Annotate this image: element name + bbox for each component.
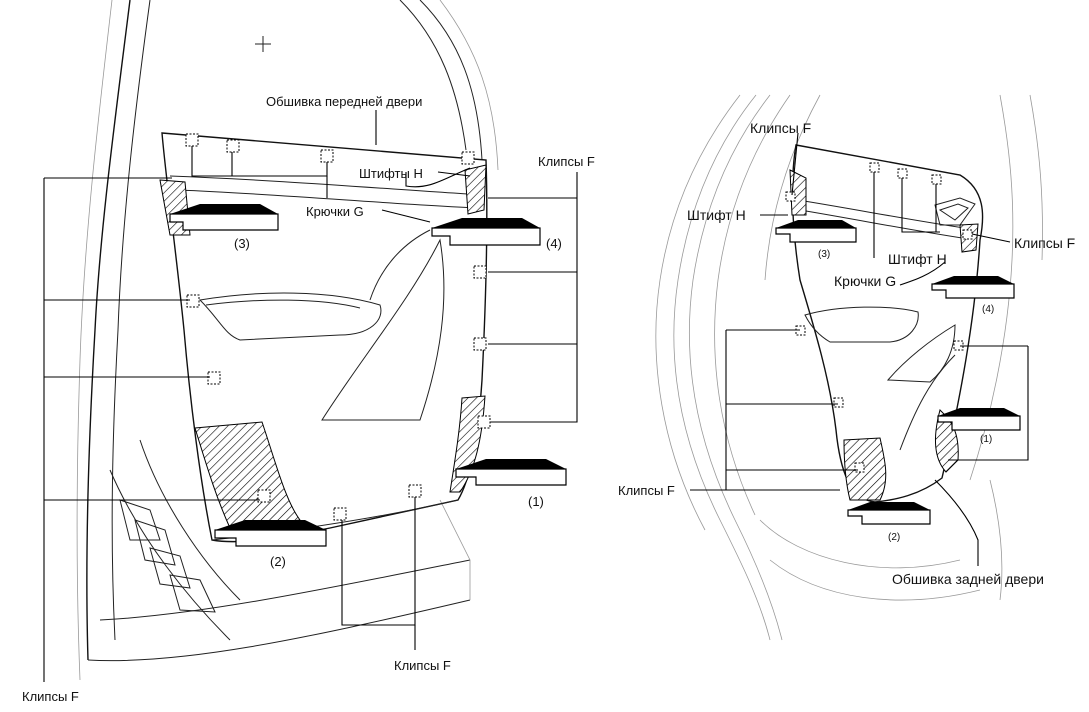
rear-step-4: (4) <box>982 304 994 315</box>
front-step-1: (1) <box>528 494 544 509</box>
rear-pin-left-label: Штифт H <box>687 207 746 223</box>
front-pins-label: Штифты H <box>359 166 423 181</box>
rear-arrow-step-4 <box>931 276 1015 299</box>
cursor-icon <box>255 36 271 52</box>
rear-pin-center-label: Штифт H <box>888 251 947 267</box>
front-door-bottom-panel <box>109 439 241 641</box>
rear-removal-arrows <box>775 220 1021 525</box>
rear-step-3: (3) <box>818 249 830 260</box>
rear-hooks-label: Крючки G <box>834 273 896 289</box>
front-clips-right-label: Клипсы F <box>538 154 595 169</box>
rear-clips-right-label: Клипсы F <box>1014 235 1075 251</box>
front-step-4: (4) <box>546 236 562 251</box>
rear-arrow-step-2 <box>847 502 931 525</box>
front-step-3: (3) <box>234 236 250 251</box>
rear-door-frame <box>655 94 1043 641</box>
arrow-step-2 <box>214 520 327 547</box>
front-trim-label: Обшивка передней двери <box>266 94 422 109</box>
rear-step-2: (2) <box>888 532 900 543</box>
arrow-step-3 <box>169 204 279 231</box>
rear-door-leader-lines <box>690 132 1029 566</box>
rear-arrow-step-3 <box>775 220 857 243</box>
rear-trim-label: Обшивка задней двери <box>892 571 1044 587</box>
arrow-step-1 <box>455 459 567 486</box>
front-step-2: (2) <box>270 554 286 569</box>
rear-arrow-step-1 <box>937 408 1021 431</box>
front-door-text: Обшивка передней двери Штифты H Крючки G… <box>22 94 595 704</box>
arrow-step-4 <box>431 218 541 246</box>
front-removal-arrows <box>169 204 567 547</box>
rear-door-text: Клипсы F Штифт H Клипсы F Штифт H Крючки… <box>618 120 1075 587</box>
front-door-trim-panel <box>159 132 488 543</box>
front-clips-bottom-label: Клипсы F <box>394 658 451 673</box>
rear-clips-left-label: Клипсы F <box>618 483 675 498</box>
front-clips-left-label: Клипсы F <box>22 689 79 704</box>
rear-step-1: (1) <box>980 434 992 445</box>
rear-door-trim-panel <box>789 144 984 503</box>
front-door-frame <box>76 0 499 681</box>
rear-clips-top-label: Клипсы F <box>750 120 811 136</box>
front-hooks-label: Крючки G <box>306 204 364 219</box>
front-door-leader-lines <box>43 110 578 682</box>
